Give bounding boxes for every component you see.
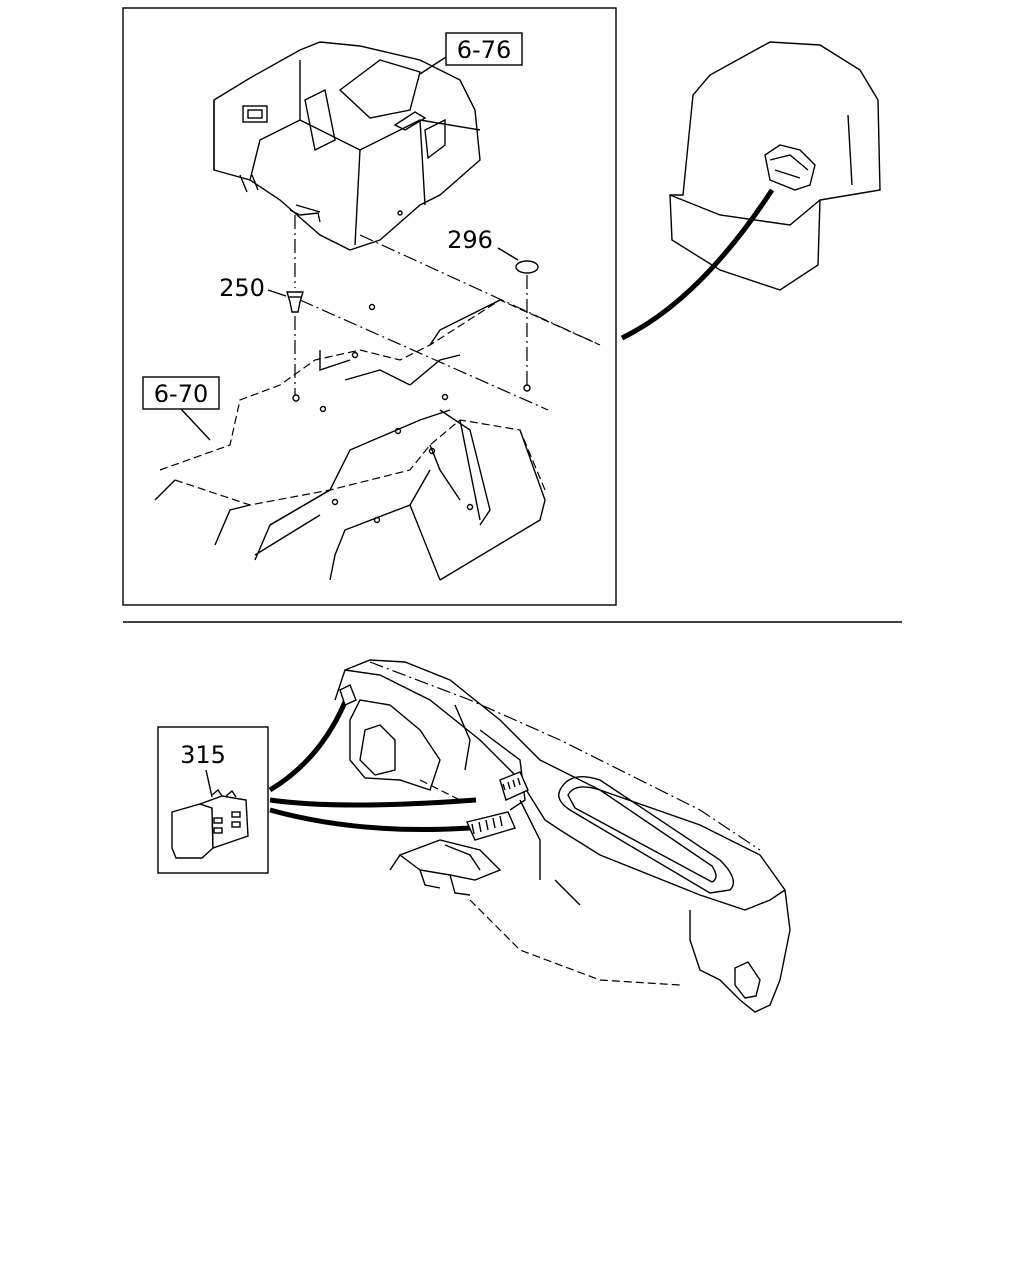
callout-part-250: 250 [219, 274, 287, 302]
leader-to-vehicle [620, 188, 775, 341]
svg-text:6-76: 6-76 [457, 36, 511, 64]
grommet-296 [515, 260, 539, 274]
svg-text:6-70: 6-70 [154, 380, 208, 408]
clip-250 [286, 291, 304, 313]
callout-ref-floor: 6-70 [142, 376, 220, 441]
callout-ref-console: 6-76 [419, 32, 523, 75]
leader-switch-1 [268, 701, 348, 793]
switch-detail-frame [157, 726, 269, 874]
callout-part-296: 296 [447, 226, 519, 261]
leader-switch-3 [269, 807, 471, 833]
console-cover [213, 41, 481, 251]
leader-switch-2 [269, 797, 477, 808]
callout-part-315: 315 [180, 741, 226, 769]
switch-315 [171, 788, 249, 859]
svg-text:250: 250 [219, 274, 265, 302]
instrument-panel [334, 659, 791, 1013]
upper-detail-frame [122, 7, 617, 606]
vehicle-location-view [669, 41, 881, 291]
svg-text:296: 296 [447, 226, 493, 254]
floor-panel [154, 299, 601, 581]
